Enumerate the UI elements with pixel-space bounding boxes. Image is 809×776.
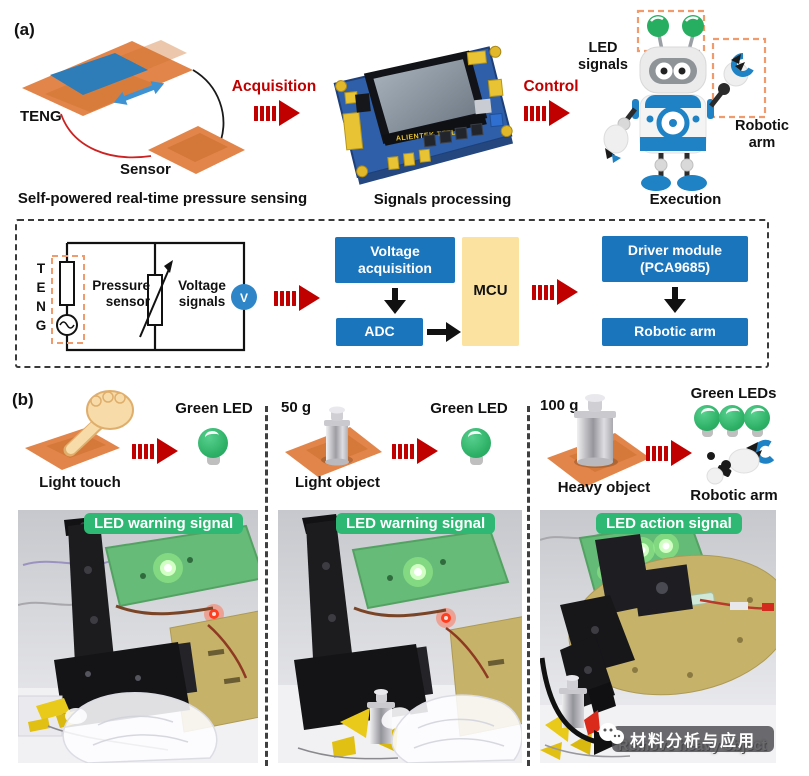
- robotic-arm-label: Robotic arm: [735, 118, 789, 151]
- voltage-signals-label: Voltage signals: [178, 278, 226, 309]
- pressure-sensor-label: Pressure sensor: [92, 278, 150, 309]
- black-wire: [192, 69, 225, 141]
- green-led-label: Green LED: [175, 400, 253, 417]
- control-label: Control: [523, 78, 579, 95]
- weight-100g-label: 100 g: [540, 397, 579, 414]
- sensing-caption: Self-powered real-time pressure sensing: [17, 190, 308, 207]
- robotic-arm-result-label: Robotic arm: [690, 487, 778, 504]
- gloved-hand: [391, 694, 522, 763]
- heavy-object-illustration: [547, 394, 650, 487]
- sensor-label: Sensor: [120, 161, 171, 178]
- green-led-icon: [719, 405, 745, 437]
- wechat-icon: [599, 723, 624, 744]
- result-arrow-icon: [646, 440, 692, 466]
- robotic-arm-block: Robotic arm: [602, 318, 748, 346]
- acquisition-label: Acquisition: [231, 78, 317, 95]
- panel-b-label: (b): [12, 390, 34, 409]
- execution-caption: Execution: [649, 191, 722, 208]
- circuit-schematic: V: [51, 241, 257, 352]
- photo-scene: [540, 510, 776, 763]
- weight-50g-label: 50 g: [281, 399, 312, 416]
- robot-illustration: [603, 9, 767, 191]
- column-divider: [527, 406, 530, 766]
- panel-a-label: (a): [14, 20, 35, 39]
- teng-element-symbol: [59, 261, 75, 306]
- down-arrow-icon: [664, 287, 686, 313]
- mcu-block: MCU: [462, 237, 519, 346]
- green-led-row: [694, 405, 770, 437]
- red-wire: [60, 113, 152, 159]
- light-touch-caption: Light touch: [39, 474, 121, 491]
- result-arrow-icon: [392, 438, 438, 464]
- mcu-board-illustration: ALIENTEK TFTLCD: [333, 45, 514, 185]
- green-led-icon: [744, 405, 770, 437]
- light-object-caption: Light object: [295, 474, 380, 491]
- control-arrow-icon: [524, 100, 570, 126]
- teng-friction-layer: [50, 53, 148, 95]
- voltmeter-symbol: [231, 284, 257, 310]
- photo-scene: [18, 510, 258, 763]
- green-led-icon: [461, 428, 491, 465]
- photo-badge: LED warning signal: [84, 513, 244, 534]
- down-arrow-icon: [384, 288, 406, 314]
- green-led-icon: [694, 405, 720, 437]
- voltmeter-letter: V: [240, 291, 248, 305]
- mcu-flow-arrow-icon: [532, 279, 578, 305]
- light-object-illustration: [285, 406, 382, 477]
- adc-block: ADC: [336, 318, 423, 346]
- teng-vertical-label: T E N G: [35, 261, 47, 333]
- teng-sensor-illustration: [22, 40, 245, 174]
- experiment-photo-light-object: LED warning signal: [278, 510, 522, 763]
- teng-highlight-box: [51, 255, 85, 344]
- experiment-photo-heavy-object: LED action signal Remove heavy object 材料…: [540, 510, 776, 763]
- driver-module-block: Driver module (PCA9685): [602, 236, 748, 282]
- acquisition-arrow-icon: [254, 100, 300, 126]
- remove-direction-arrow: [540, 657, 599, 745]
- heavy-object-caption: Heavy object: [557, 479, 651, 496]
- result-arrow-icon: [132, 438, 178, 464]
- green-led-icon: [198, 428, 228, 465]
- circuit-flow-arrow-icon: [274, 285, 320, 311]
- system-diagram-box: [15, 219, 769, 368]
- watermark-pill: 材料分析与应用: [612, 726, 774, 752]
- photo-scene: [278, 510, 522, 763]
- mini-robotic-arm-illustration: [706, 439, 775, 485]
- teng-label: TENG: [20, 108, 62, 125]
- photo-badge: LED warning signal: [336, 513, 496, 534]
- photo-badge: LED action signal: [596, 513, 742, 534]
- voltage-acquisition-block: Voltage acquisition: [335, 237, 455, 283]
- green-leds-label: Green LEDs: [690, 385, 777, 402]
- robotic-arm-highlight-box: [711, 37, 767, 119]
- sliding-direction-arrow: [113, 81, 165, 105]
- light-touch-illustration: [25, 390, 134, 470]
- gloved-hand: [62, 691, 218, 763]
- processing-caption: Signals processing: [373, 191, 512, 208]
- right-arrow-icon: [427, 322, 461, 342]
- green-led-label: Green LED: [430, 400, 508, 417]
- column-divider: [265, 406, 268, 766]
- led-signals-highlight-box: [636, 9, 706, 53]
- led-signals-label: LED signals: [578, 40, 628, 73]
- experiment-photo-light-touch: LED warning signal: [18, 510, 258, 763]
